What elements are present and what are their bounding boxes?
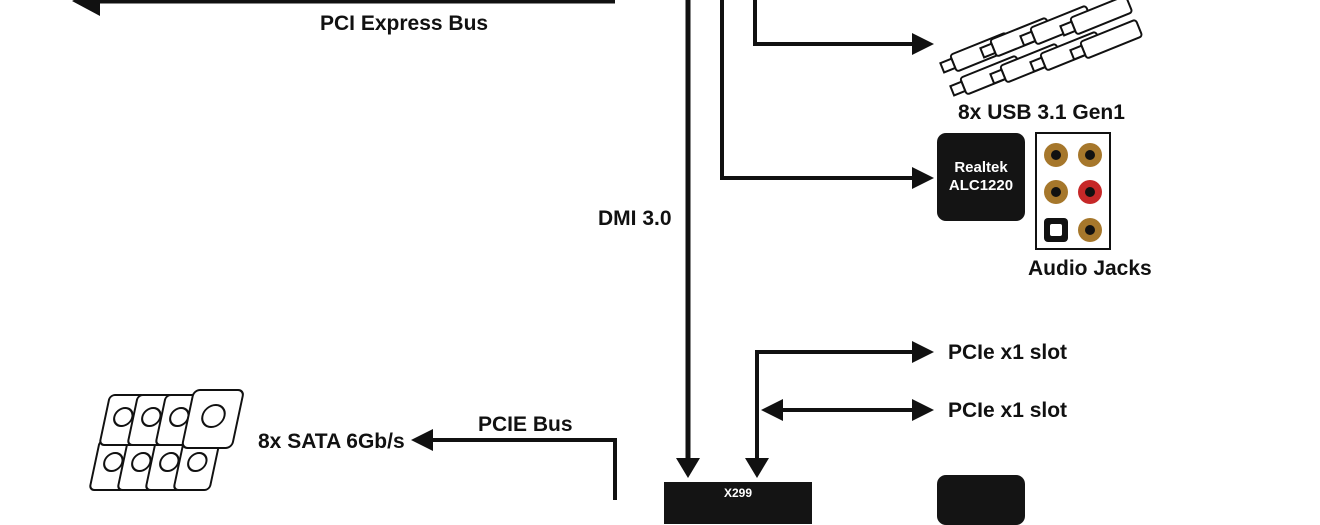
chipset-arrowhead: [745, 458, 769, 478]
chipset-label: X299: [723, 486, 753, 500]
realtek-chip-line2: ALC1220: [948, 177, 1014, 194]
pcie-slot-1-label: PCIe x1 slot: [948, 341, 1068, 364]
audio-jacks-label: Audio Jacks: [1028, 257, 1152, 280]
audio-jacks-icon: [1035, 132, 1111, 250]
usb-arrowhead: [912, 33, 934, 55]
sata-label: 8x SATA 6Gb/s: [258, 430, 405, 453]
realtek-chip-line1: Realtek: [954, 159, 1008, 176]
pcie-slot-1-line: [755, 350, 915, 460]
dmi-label: DMI 3.0: [598, 207, 672, 230]
chipset-block: X299: [664, 482, 812, 524]
usb-label: 8x USB 3.1 Gen1: [958, 101, 1125, 124]
sata-drives-icon: [89, 389, 244, 491]
block-diagram: PCI Express Bus 8x USB 3.1 Gen1 Audio Ja…: [72, 0, 1152, 525]
pcie-bus-arrowhead: [411, 429, 433, 451]
usb-line: [753, 0, 915, 46]
lower-chip: [937, 475, 1025, 525]
pcie-slot-2-arrowhead-right: [912, 399, 934, 421]
diagram-lines: [72, 0, 1143, 500]
dmi-arrowhead: [676, 458, 700, 478]
audio-line: [720, 0, 915, 180]
pci-express-bus-arrowhead: [72, 0, 100, 16]
pcie-slot-2-label: PCIe x1 slot: [948, 399, 1068, 422]
usb-sticks-icon: [939, 0, 1143, 97]
pcie-bus-label: PCIE Bus: [478, 413, 573, 436]
audio-arrowhead: [912, 167, 934, 189]
pcie-slot-2-arrowhead-left: [761, 399, 783, 421]
realtek-chip: Realtek ALC1220: [937, 133, 1025, 221]
pci-express-bus-label: PCI Express Bus: [320, 12, 489, 35]
pcie-bus-line: [430, 438, 617, 500]
pcie-slot-1-arrowhead: [912, 341, 934, 363]
